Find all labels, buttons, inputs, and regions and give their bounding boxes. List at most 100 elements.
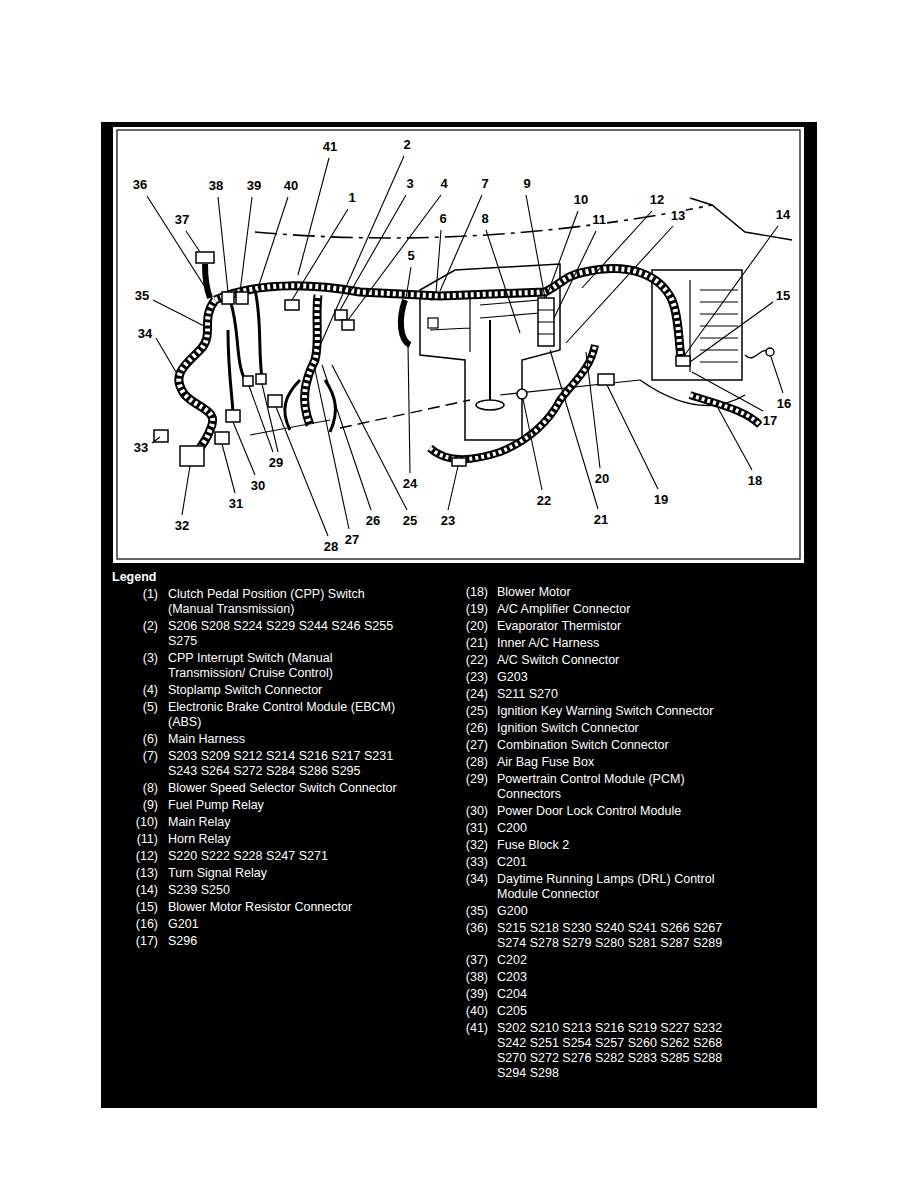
legend-description: S202 S210 S213 S216 S219 S227 S232 S242 …: [497, 1021, 729, 1081]
callout-number: 41: [322, 140, 338, 154]
main-harness: [215, 269, 682, 362]
legend-description: CPP Interrupt Switch (Manual Transmissio…: [168, 651, 400, 681]
legend-number: (35): [438, 904, 488, 919]
legend-description: G203: [497, 670, 729, 685]
legend-description: S296: [168, 934, 400, 949]
legend-number: (29): [438, 772, 488, 787]
legend-number: (38): [438, 970, 488, 985]
callout-number: 33: [133, 441, 149, 455]
legend-description: S203 S209 S212 S214 S216 S217 S231 S243 …: [168, 749, 400, 779]
legend-heading: Legend: [112, 570, 156, 585]
legend-description: Blower Motor: [497, 585, 729, 600]
legend-description: Combination Switch Connector: [497, 738, 729, 753]
callout-number: 36: [132, 178, 148, 192]
blower-slats: [690, 280, 738, 372]
dash-outline: [255, 205, 712, 238]
fuse-block: [180, 446, 204, 466]
stoplamp-connector: [342, 320, 354, 330]
callout-number: 13: [670, 209, 686, 223]
ground-eyelet: [766, 348, 774, 356]
legend-number: (33): [438, 855, 488, 870]
callout-number: 28: [323, 540, 339, 554]
column-harness: [305, 295, 318, 425]
dash-lower-outline: [340, 400, 470, 428]
callout-number: 5: [406, 249, 415, 263]
legend-description: Ignition Key Warning Switch Connector: [497, 704, 729, 719]
legend-number: (5): [108, 700, 158, 715]
legend-number: (12): [108, 849, 158, 864]
legend-number: (25): [438, 704, 488, 719]
legend-description: C203: [497, 970, 729, 985]
legend-description: Stoplamp Switch Connector: [168, 683, 400, 698]
callout-number: 20: [594, 472, 610, 486]
pcm-connector: [256, 374, 266, 384]
callout-number: 8: [480, 212, 489, 226]
legend-number: (18): [438, 585, 488, 600]
legend-description: C202: [497, 953, 729, 968]
legend-description: Blower Speed Selector Switch Connector: [168, 781, 400, 796]
legend-number: (15): [108, 900, 158, 915]
callout-number: 29: [268, 456, 284, 470]
relay-dividers: [538, 310, 554, 334]
hvac-post: [489, 320, 491, 402]
legend-number: (11): [108, 832, 158, 847]
c203-connector: [222, 292, 234, 304]
legend-number: (32): [438, 838, 488, 853]
legend-description: Horn Relay: [168, 832, 400, 847]
legend-description: Inner A/C Harness: [497, 636, 729, 651]
legend-number: (23): [438, 670, 488, 685]
legend-description: A/C Amplifier Connector: [497, 602, 729, 617]
callout-number: 25: [402, 514, 418, 528]
legend-description: G200: [497, 904, 729, 919]
legend-number: (19): [438, 602, 488, 617]
legend-number: (17): [108, 934, 158, 949]
callout-number: 15: [775, 289, 791, 303]
legend-number: (16): [108, 917, 158, 932]
legend-description: Power Door Lock Control Module: [497, 804, 729, 819]
legend-description: G201: [168, 917, 400, 932]
callout-number: 23: [440, 514, 456, 528]
c204-connector: [236, 292, 248, 304]
callout-number: 22: [536, 494, 552, 508]
callout-number: 7: [480, 177, 489, 191]
ebcm-connector: [428, 318, 438, 328]
legend-description: Blower Motor Resistor Connector: [168, 900, 400, 915]
hvac-drain: [476, 400, 504, 410]
legend-number: (21): [438, 636, 488, 651]
callout-number: 11: [591, 213, 607, 227]
legend-number: (8): [108, 781, 158, 796]
legend-number: (4): [108, 683, 158, 698]
legend-description: S239 S250: [168, 883, 400, 898]
callout-number: 16: [776, 397, 792, 411]
cpp-switch: [285, 300, 299, 310]
callout-number: 9: [522, 177, 531, 191]
legend-description: S215 S218 S230 S240 S241 S266 S267 S274 …: [497, 921, 729, 951]
legend-number: (40): [438, 1004, 488, 1019]
legend-number: (1): [108, 587, 158, 602]
callout-number: 18: [747, 474, 763, 488]
legend-number: (28): [438, 755, 488, 770]
callout-number: 39: [246, 179, 262, 193]
legend-description: A/C Switch Connector: [497, 653, 729, 668]
legend-description: Air Bag Fuse Box: [497, 755, 729, 770]
callout-number: 12: [649, 193, 665, 207]
legend-number: (41): [438, 1021, 488, 1036]
illustration-ground: [113, 127, 804, 563]
callout-number: 35: [134, 289, 150, 303]
branch-wires: [228, 290, 262, 412]
callout-number: 14: [775, 208, 791, 222]
legend-number: (37): [438, 953, 488, 968]
body-outline: [690, 198, 792, 240]
legend-number: (9): [108, 798, 158, 813]
legend-description: Powertrain Control Module (PCM) Connecto…: [497, 772, 729, 802]
legend-number: (6): [108, 732, 158, 747]
callout-number: 10: [573, 193, 589, 207]
door-lock-module: [226, 410, 240, 422]
ebcm-harness: [401, 300, 410, 345]
legend-number: (10): [108, 815, 158, 830]
pcm-connector: [243, 376, 253, 386]
legend-number: (7): [108, 749, 158, 764]
column-wires: [285, 380, 336, 432]
